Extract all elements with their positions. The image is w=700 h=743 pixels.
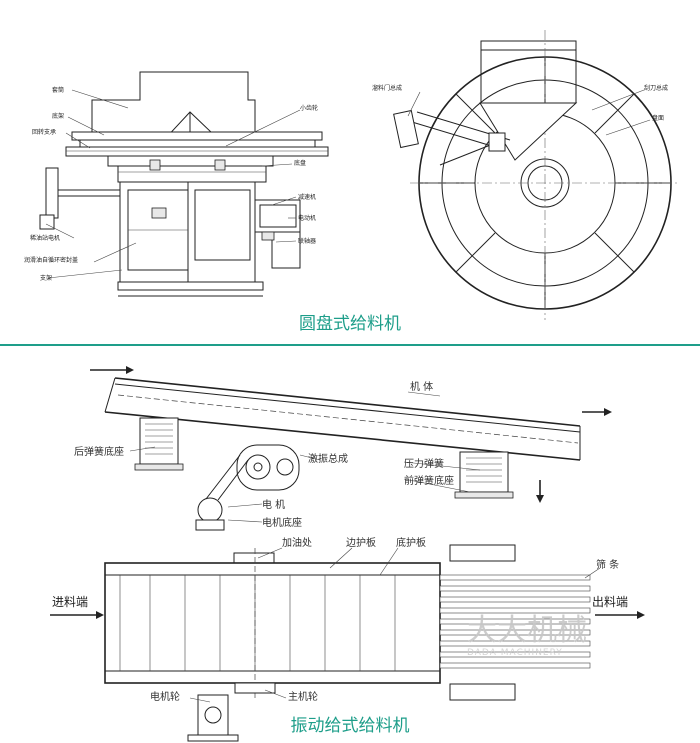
label-gate-assembly: 溜料门总成 xyxy=(372,84,402,92)
vibrating-feeder-plan xyxy=(50,544,645,742)
label-lube-ring-cover: 润滑油自循环密封盖 xyxy=(24,256,78,264)
label-oil-point: 加油处 xyxy=(282,536,312,549)
vibrating-feeder-elevation xyxy=(90,366,612,531)
watermark-text: 大大机械 xyxy=(467,613,587,648)
label-pinion: 小齿轮 xyxy=(300,104,318,112)
label-motor-wheel: 电机轮 xyxy=(150,690,180,703)
label-motor: 电动机 xyxy=(298,214,316,222)
label-coupling: 联轴器 xyxy=(298,237,316,245)
label-scraper-assembly: 刮刀总成 xyxy=(644,84,668,92)
label-grate-bar: 筛 条 xyxy=(596,558,619,571)
label-side-guard: 边护板 xyxy=(346,536,376,549)
label-rear-spring-base: 后弹簧底座 xyxy=(74,445,124,458)
disc-feeder-elevation xyxy=(39,71,329,297)
label-main-wheel: 主机轮 xyxy=(288,690,318,703)
label-rotary-support: 回转支承 xyxy=(32,128,56,136)
label-support: 支架 xyxy=(40,274,52,282)
label-inlet: 进料端 xyxy=(52,595,88,609)
label-outlet: 出料端 xyxy=(592,595,628,609)
label-motor-base: 电机底座 xyxy=(262,516,302,529)
label-vib-motor: 电 机 xyxy=(262,498,285,511)
label-gear-oil-motor: 稀油站电机 xyxy=(30,234,60,242)
label-front-spring-base: 前弹簧底座 xyxy=(404,474,454,487)
label-body: 机 体 xyxy=(410,380,433,393)
label-disc: 底盘 xyxy=(294,159,306,167)
watermark-subtext: DADA MACHINERY xyxy=(467,648,563,658)
watermark: 大大机械 DADA MACHINERY xyxy=(467,613,587,658)
label-tray: 盘面 xyxy=(652,114,664,122)
label-base-frame: 底架 xyxy=(52,112,64,120)
label-exciter-assembly: 激振总成 xyxy=(308,452,348,465)
label-pressure-spring: 压力弹簧 xyxy=(404,457,444,470)
disc-feeder-plan xyxy=(393,30,680,320)
bottom-caption: 振动给式给料机 xyxy=(291,716,410,736)
top-caption: 圆盘式给料机 xyxy=(299,314,401,334)
label-bottom-guard: 底护板 xyxy=(396,536,426,549)
label-hopper: 套筒 xyxy=(52,86,64,94)
label-reducer: 减速机 xyxy=(298,193,316,201)
